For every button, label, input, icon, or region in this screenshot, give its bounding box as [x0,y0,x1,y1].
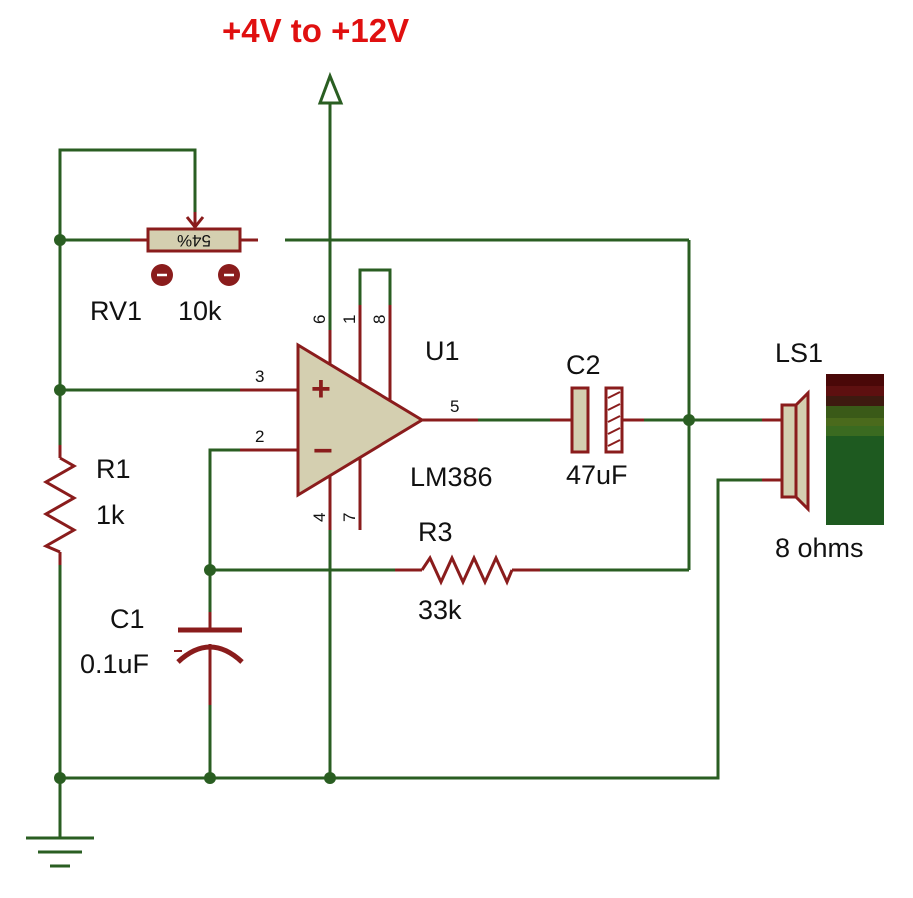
power-supply-arrow [317,71,344,105]
u1-pin5-label: 5 [450,397,459,416]
r3-ref: R3 [418,517,453,547]
u1-lm386-opamp: + − [240,305,478,530]
junction-dots [54,234,695,784]
rv1-setting-label: 54% [177,231,211,250]
c1-value: 0.1uF [80,649,149,679]
rv1-value: 10k [178,296,222,326]
u1-pin3-label: 3 [255,367,264,386]
u1-ref: U1 [425,336,460,366]
r1-ref: R1 [96,454,131,484]
ls1-ref: LS1 [775,338,823,368]
ground-icon [26,836,94,868]
ls1-value: 8 ohms [775,533,864,563]
r1-resistor [42,445,78,565]
rv1-ref: RV1 [90,296,142,326]
wire-inverting-input [208,448,395,572]
u1-pin1-label: 1 [340,315,359,324]
c1-ref: C1 [110,604,145,634]
u1-part: LM386 [410,462,493,492]
u1-pin2-label: 2 [255,427,264,446]
c2-ref: C2 [566,350,601,380]
wire-pin1-pin8-jumper [358,268,392,305]
u1-pin6-label: 6 [310,315,329,324]
u1-pin7-label: 7 [340,513,359,522]
supply-voltage-label: +4V to +12V [222,12,409,49]
r1-value: 1k [96,500,125,530]
ls1-speaker [762,374,884,525]
r3-resistor [395,554,540,586]
c2-value: 47uF [566,460,628,490]
inverting-input-symbol: − [313,432,333,470]
r3-value: 33k [418,595,462,625]
noninverting-input-symbol: + [311,370,331,408]
wire-speaker-ground [60,478,762,780]
c1-capacitor [174,612,244,705]
left-rail-wires [58,148,689,838]
u1-pin4-label: 4 [310,513,329,522]
rv1-potentiometer: 54% [130,212,258,286]
c2-electrolytic-capacitor [550,386,644,454]
u1-pin8-label: 8 [370,315,389,324]
